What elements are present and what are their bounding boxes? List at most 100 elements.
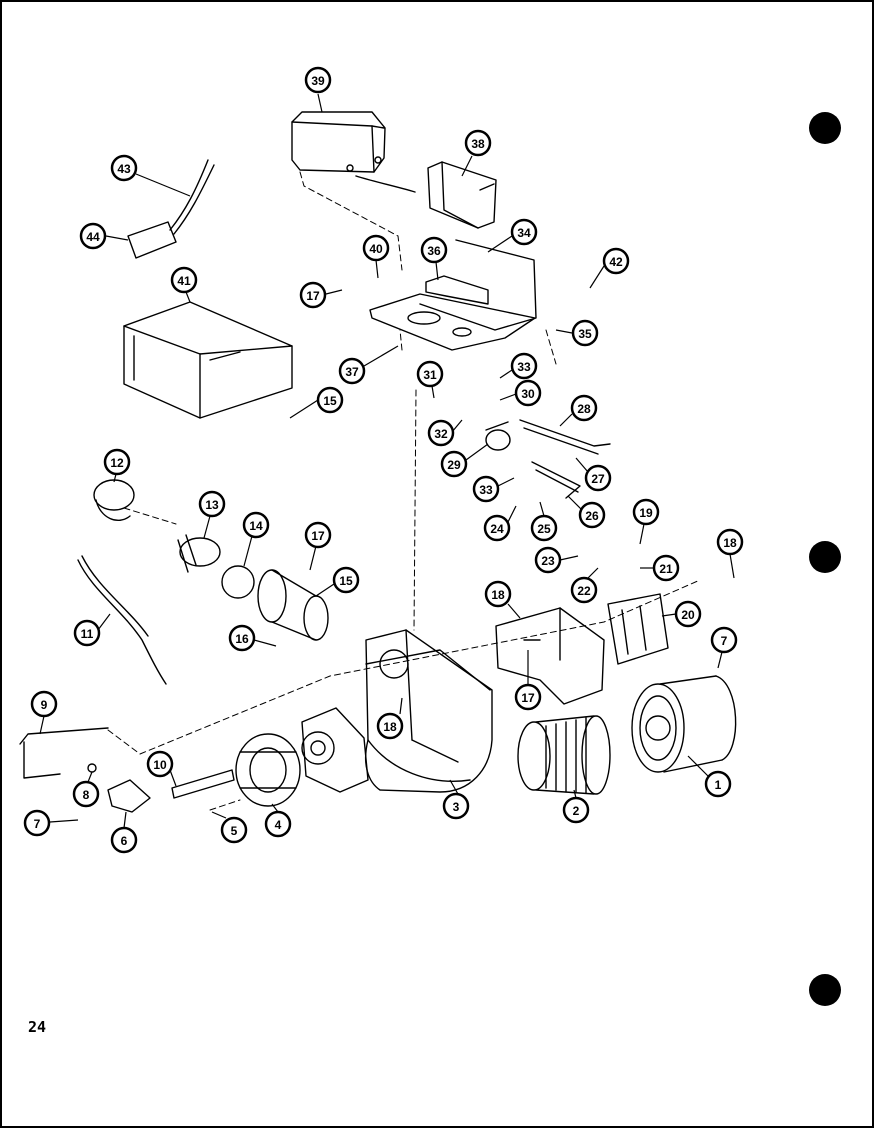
label-p11: 11 xyxy=(73,613,111,647)
label-p4: 4 xyxy=(264,803,292,838)
label-p21: 21 xyxy=(640,554,680,582)
part-cover xyxy=(123,301,293,419)
svg-text:18: 18 xyxy=(723,536,737,550)
label-p6: 6 xyxy=(110,811,138,854)
svg-text:34: 34 xyxy=(517,226,531,240)
label-p3: 3 xyxy=(442,779,470,820)
svg-text:21: 21 xyxy=(659,562,673,576)
label-p7a: 7 xyxy=(710,626,738,669)
svg-text:38: 38 xyxy=(471,137,485,151)
svg-text:27: 27 xyxy=(591,472,605,486)
part-lead-wires xyxy=(77,555,167,685)
svg-text:16: 16 xyxy=(235,632,249,646)
label-p18a: 18 xyxy=(716,528,744,579)
label-p36: 36 xyxy=(420,236,448,281)
svg-text:8: 8 xyxy=(83,788,90,802)
label-p12: 12 xyxy=(103,448,131,483)
binder-hole-top xyxy=(809,112,841,144)
svg-text:7: 7 xyxy=(34,817,41,831)
label-p44: 44 xyxy=(79,222,129,250)
svg-text:1: 1 xyxy=(715,778,722,792)
part-pump xyxy=(301,707,369,793)
part-nozzle-adapter xyxy=(485,421,511,451)
part-baffle xyxy=(495,607,605,705)
svg-text:4: 4 xyxy=(275,818,282,832)
svg-text:9: 9 xyxy=(41,698,48,712)
label-p8: 8 xyxy=(72,771,100,808)
svg-text:18: 18 xyxy=(383,720,397,734)
svg-text:20: 20 xyxy=(681,608,695,622)
svg-text:2: 2 xyxy=(573,804,580,818)
svg-text:6: 6 xyxy=(121,834,128,848)
label-p27: 27 xyxy=(575,457,612,492)
svg-text:32: 32 xyxy=(434,427,448,441)
part-oil-line xyxy=(19,727,109,779)
svg-text:35: 35 xyxy=(578,327,592,341)
part-motor xyxy=(631,675,737,773)
label-p17c: 17 xyxy=(514,650,542,711)
svg-text:17: 17 xyxy=(311,529,325,543)
label-p43: 43 xyxy=(110,154,191,197)
svg-text:37: 37 xyxy=(345,365,359,379)
svg-text:33: 33 xyxy=(517,360,531,374)
svg-text:13: 13 xyxy=(205,498,219,512)
label-p38: 38 xyxy=(461,129,492,177)
label-p2: 2 xyxy=(562,789,590,824)
svg-text:31: 31 xyxy=(423,368,437,382)
svg-text:25: 25 xyxy=(537,522,551,536)
svg-text:5: 5 xyxy=(231,824,238,838)
label-p30: 30 xyxy=(499,379,542,407)
part-control-box xyxy=(427,161,497,229)
label-p33a: 33 xyxy=(499,352,538,380)
binder-hole-bottom xyxy=(809,974,841,1006)
svg-text:12: 12 xyxy=(110,456,124,470)
part-labels: 39 38 43 44 34 40 36 42 17 41 35 37 33 3… xyxy=(23,66,744,854)
svg-text:39: 39 xyxy=(311,74,325,88)
svg-text:7: 7 xyxy=(721,634,728,648)
label-p15a: 15 xyxy=(289,386,344,419)
label-p35: 35 xyxy=(555,319,599,347)
svg-text:17: 17 xyxy=(306,289,320,303)
label-p24: 24 xyxy=(483,505,517,542)
label-p15: 15 xyxy=(315,566,360,597)
label-p26: 26 xyxy=(567,495,606,529)
svg-text:26: 26 xyxy=(585,509,599,523)
label-p13: 13 xyxy=(198,490,226,539)
part-fan-housing xyxy=(364,629,493,793)
svg-text:19: 19 xyxy=(639,506,653,520)
label-p5: 5 xyxy=(211,811,248,844)
label-p20: 20 xyxy=(661,600,702,628)
label-p22: 22 xyxy=(570,567,599,604)
label-p33b: 33 xyxy=(472,475,515,503)
label-p42: 42 xyxy=(589,247,630,289)
svg-text:36: 36 xyxy=(427,244,441,258)
svg-text:29: 29 xyxy=(447,458,461,472)
svg-text:23: 23 xyxy=(541,554,555,568)
label-p25: 25 xyxy=(530,501,558,542)
label-p18c: 18 xyxy=(376,697,404,740)
label-p17a: 17 xyxy=(299,281,343,309)
svg-text:40: 40 xyxy=(369,242,383,256)
part-air-tube xyxy=(93,479,135,521)
label-p39: 39 xyxy=(304,66,332,113)
part-cylinder-housing xyxy=(257,569,329,641)
label-p14: 14 xyxy=(242,511,270,567)
svg-text:30: 30 xyxy=(521,387,535,401)
part-air-band xyxy=(607,593,669,665)
svg-text:42: 42 xyxy=(609,255,623,269)
label-p37: 37 xyxy=(338,345,399,385)
svg-text:43: 43 xyxy=(117,162,131,176)
part-mounting-bracket xyxy=(369,239,537,351)
label-p1: 1 xyxy=(687,755,732,798)
svg-text:15: 15 xyxy=(339,574,353,588)
part-flange xyxy=(235,733,301,807)
label-p17b: 17 xyxy=(304,521,332,571)
part-cad-cell xyxy=(177,534,255,599)
svg-text:28: 28 xyxy=(577,402,591,416)
svg-text:18: 18 xyxy=(491,588,505,602)
label-p16a: 16 xyxy=(228,624,277,652)
part-switch-plate xyxy=(127,159,215,259)
svg-text:3: 3 xyxy=(453,800,460,814)
